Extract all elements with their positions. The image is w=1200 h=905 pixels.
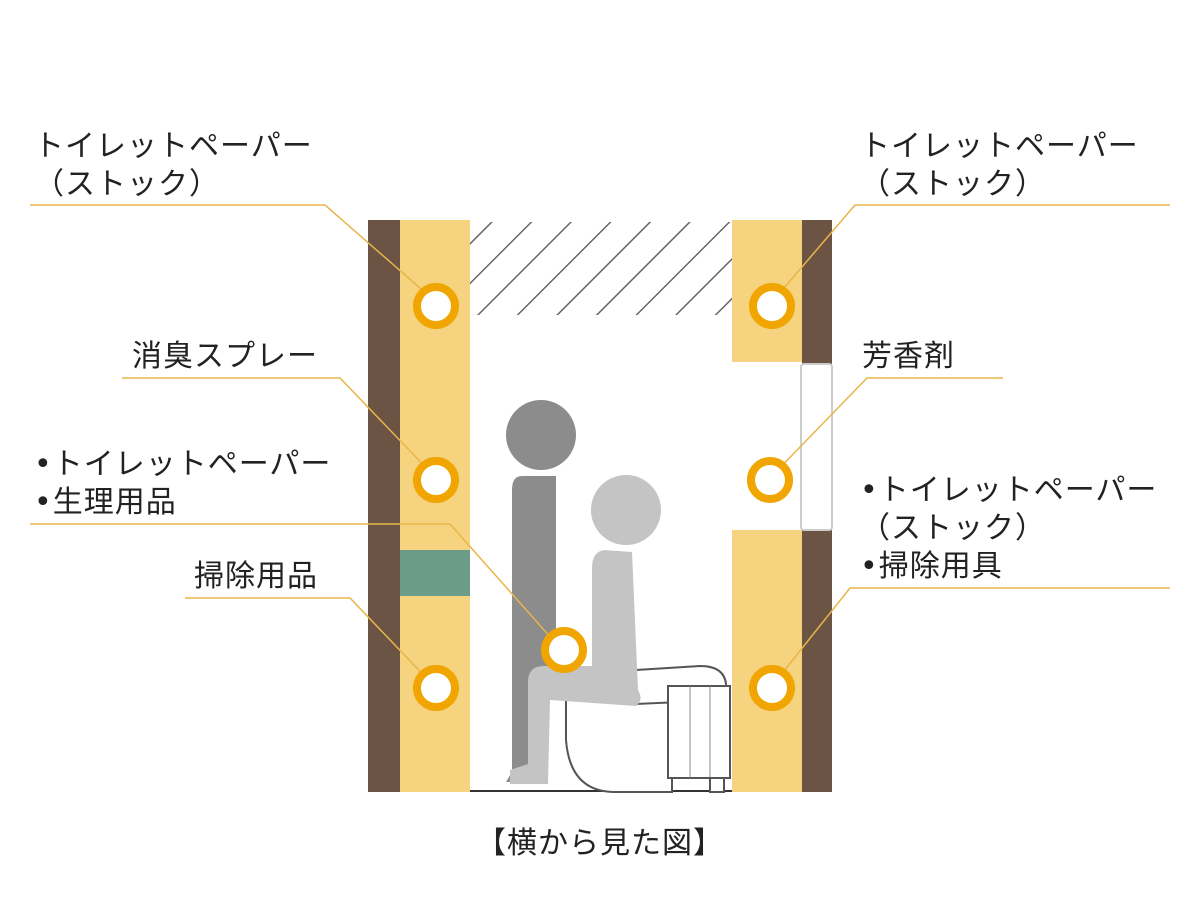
leader-lower-right [771,587,1170,687]
label-text: 消臭スプレー [132,339,318,374]
leader-mid-left [122,377,437,479]
toilet [565,664,731,793]
label-mid-left: 消臭スプレー [132,338,318,376]
leader-mid-right [769,377,1003,479]
leader-lines [30,204,1170,689]
markers [413,283,795,711]
leader-bottom-left [185,597,437,689]
label-top-left: トイレットペーパー （ストック） [34,128,313,204]
window-hatch [470,222,732,315]
label-mid-right: 芳香剤 [862,338,955,376]
label-lower-right: •トイレットペーパー （ストック） •掃除用具 [860,472,1157,586]
right-storage-lower [732,530,802,792]
left-storage-box [400,550,470,596]
label-bottom-left: 掃除用品 [194,558,318,596]
label-text: トイレットペーパー [34,129,313,164]
label-text: （ストック） [860,167,1046,202]
left-wall [368,220,400,792]
air-freshener [800,363,833,531]
leader-top-right [771,204,1170,303]
label-top-right: トイレットペーパー （ストック） [860,128,1139,204]
label-lower-left: •トイレットペーパー •生理用品 [34,446,331,522]
marker-top-left [413,283,459,329]
label-text: （ストック） [860,511,1046,546]
label-text: （ストック） [34,167,220,202]
label-text: 芳香剤 [862,339,955,374]
diagram-caption: 【横から見た図】 [476,826,724,861]
marker-top-right [749,283,795,329]
label-text: 掃除用品 [194,559,318,594]
label-text: •掃除用具 [860,549,1003,584]
marker-lower-right [749,665,795,711]
leader-lower-left [30,523,561,649]
marker-mid-left [413,457,459,503]
label-text: •生理用品 [34,485,177,520]
marker-lower-left [541,627,587,673]
leader-top-left [30,204,437,303]
marker-bottom-left [413,665,459,711]
label-text: •トイレットペーパー [34,447,332,482]
marker-mid-right [747,457,793,503]
label-text: •トイレットペーパー [860,473,1158,508]
label-text: トイレットペーパー [860,129,1139,164]
